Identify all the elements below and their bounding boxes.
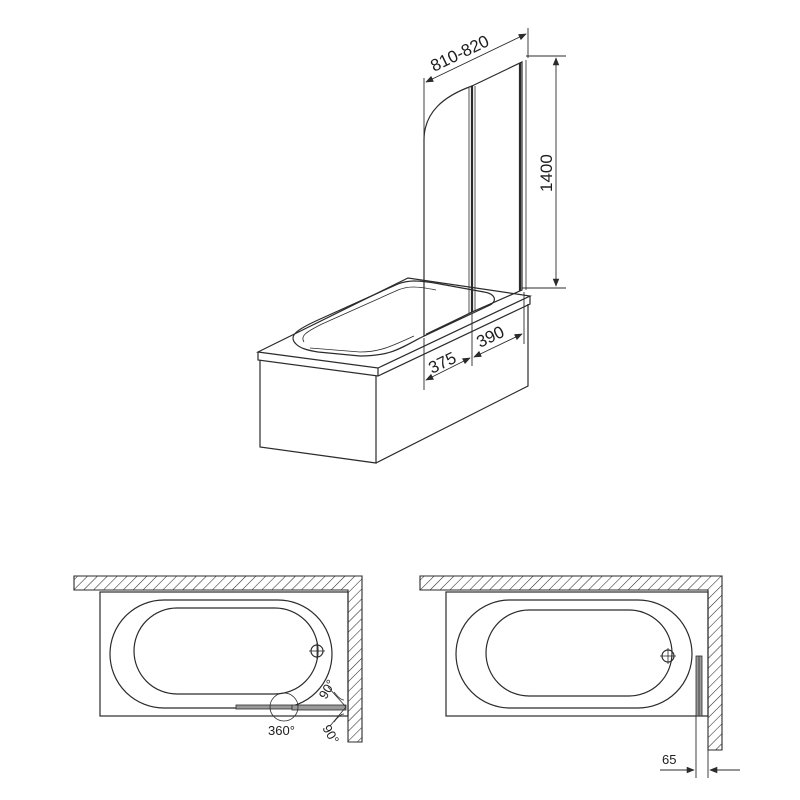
basin-outer-right bbox=[455, 599, 693, 709]
screen-plan-left bbox=[235, 704, 347, 711]
plan-view-left: 360° 90° 90° bbox=[73, 575, 363, 747]
screen-plan-right-folded bbox=[695, 655, 703, 717]
tub-basin bbox=[292, 280, 495, 357]
bathtub-perspective-view: 810-820 1400 375 390 bbox=[255, 28, 566, 464]
drain-icon bbox=[309, 643, 325, 659]
plan-view-right: 65 bbox=[419, 575, 740, 778]
basin-inner-left bbox=[133, 607, 319, 695]
dim-height-label: 1400 bbox=[537, 154, 556, 192]
dim-offset-group: 65 bbox=[660, 716, 740, 778]
angle-upper-label: 90° bbox=[316, 677, 339, 702]
tub-side-panel bbox=[375, 304, 529, 464]
drain-icon bbox=[660, 648, 676, 664]
rotation-label: 360° bbox=[268, 723, 295, 738]
dim-panels-group: 375 390 bbox=[423, 292, 525, 390]
basin-outer-left bbox=[109, 599, 333, 709]
dim-width-label: 810-820 bbox=[428, 32, 492, 76]
dim-height-group: 1400 bbox=[522, 55, 566, 289]
rotation-circle bbox=[269, 692, 299, 722]
wall-hatched-right-plan bbox=[419, 575, 723, 751]
dim-offset-label: 65 bbox=[662, 752, 676, 767]
dim-panel-left-label: 375 bbox=[426, 348, 460, 377]
tub-outline-left bbox=[99, 591, 349, 717]
wall-hatched-left-plan bbox=[73, 575, 363, 743]
angle-lower-label: 90° bbox=[319, 722, 342, 747]
bath-screen bbox=[423, 60, 527, 337]
screen-fixed-panel bbox=[471, 61, 523, 313]
dim-panel-right-label: 390 bbox=[474, 322, 508, 351]
basin-inner-right bbox=[485, 609, 673, 697]
tub-front-panel bbox=[259, 360, 377, 464]
tub-outline-right bbox=[445, 591, 709, 717]
screen-folding-panel bbox=[423, 85, 473, 337]
